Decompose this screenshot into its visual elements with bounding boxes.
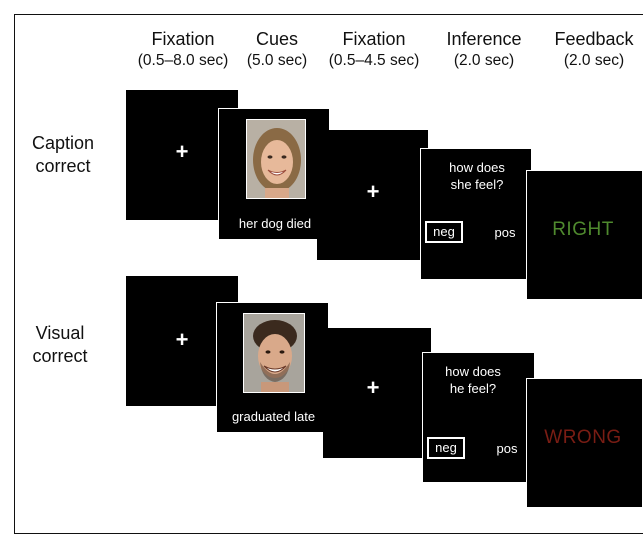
cue-caption: her dog died [238, 216, 312, 231]
fixation-cross: + [366, 179, 380, 204]
header-title: Fixation [151, 29, 215, 49]
face-photo [246, 119, 306, 199]
question-line2: she feel? [450, 177, 504, 192]
fixation-cross: + [175, 327, 189, 352]
header-title: Fixation [342, 29, 406, 49]
header-duration: (2.0 sec) [453, 52, 515, 69]
face-photo [243, 313, 305, 393]
inference-screen: how does she feel? neg pos [420, 148, 532, 280]
man-face-icon [244, 314, 304, 392]
header-feedback: Feedback (2.0 sec) [546, 28, 642, 72]
option-neg-selected: neg [427, 437, 465, 459]
fixation-cross: + [175, 139, 189, 164]
feedback-screen: RIGHT [526, 170, 643, 300]
header-fixation-2: Fixation (0.5–4.5 sec) [316, 28, 432, 72]
feedback-text: WRONG [544, 427, 622, 448]
row-label-line1: Visual [35, 323, 85, 343]
header-title: Feedback [554, 29, 634, 49]
cue-screen: her dog died [218, 108, 330, 240]
fixation-cross: + [366, 375, 380, 400]
option-neg-selected: neg [425, 221, 463, 243]
row-label-line2: correct [32, 346, 88, 366]
header-fixation-1: Fixation (0.5–8.0 sec) [126, 28, 240, 72]
inference-screen: how does he feel? neg pos [422, 352, 535, 483]
feedback-text: RIGHT [552, 219, 614, 240]
cue-caption: graduated late [231, 409, 316, 424]
header-title: Cues [255, 29, 299, 49]
option-pos: pos [496, 441, 518, 456]
option-pos: pos [494, 225, 516, 240]
question-text: how does she feel? [421, 159, 533, 193]
row-label-caption-correct: Caption correct [20, 132, 106, 178]
row-label-line1: Caption [31, 133, 95, 153]
header-duration: (2.0 sec) [563, 52, 625, 69]
woman-face-icon [247, 120, 305, 198]
fixation-screen-2: + [317, 130, 428, 260]
header-duration: (5.0 sec) [246, 52, 308, 69]
header-duration: (0.5–8.0 sec) [137, 52, 229, 69]
header-title: Inference [446, 29, 522, 49]
cue-screen: graduated late [216, 302, 329, 433]
question-line1: how does [449, 160, 505, 175]
question-text: how does he feel? [423, 363, 523, 397]
row-label-visual-correct: Visual correct [20, 322, 100, 368]
row-label-line2: correct [35, 156, 91, 176]
question-line1: how does [445, 364, 501, 379]
question-line2: he feel? [449, 381, 497, 396]
header-cues: Cues (5.0 sec) [237, 28, 317, 72]
fixation-screen-2: + [323, 328, 431, 458]
feedback-screen: WRONG [526, 378, 643, 508]
header-inference: Inference (2.0 sec) [438, 28, 530, 72]
header-duration: (0.5–4.5 sec) [328, 52, 420, 69]
